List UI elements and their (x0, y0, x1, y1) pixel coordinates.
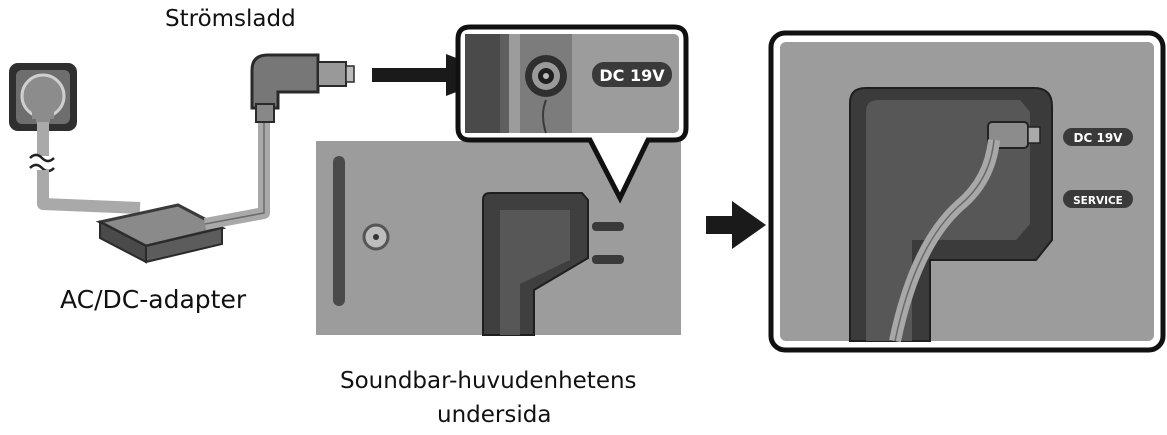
port-callout: DC 19V (455, 24, 689, 204)
callout-dc-label: DC 19V (599, 66, 665, 85)
arrow-right-icon (706, 201, 766, 249)
power-cable (203, 118, 270, 230)
soundbar-caption-line2: undersida (437, 402, 552, 428)
soundbar-caption-line1: Soundbar-huvudenhetens (340, 368, 637, 394)
adapter-box-icon (95, 203, 227, 264)
power-cable-label: Strömsladd (165, 6, 296, 32)
detail-service-label: SERVICE (1073, 195, 1123, 207)
detail-dc-label: DC 19V (1074, 131, 1124, 145)
adapter-label: AC/DC-adapter (60, 285, 247, 314)
detail-panel: DC 19V SERVICE (768, 30, 1166, 353)
wall-socket-icon (9, 63, 77, 131)
dc-plug-icon (250, 53, 355, 123)
wall-plug-cable (29, 112, 141, 214)
